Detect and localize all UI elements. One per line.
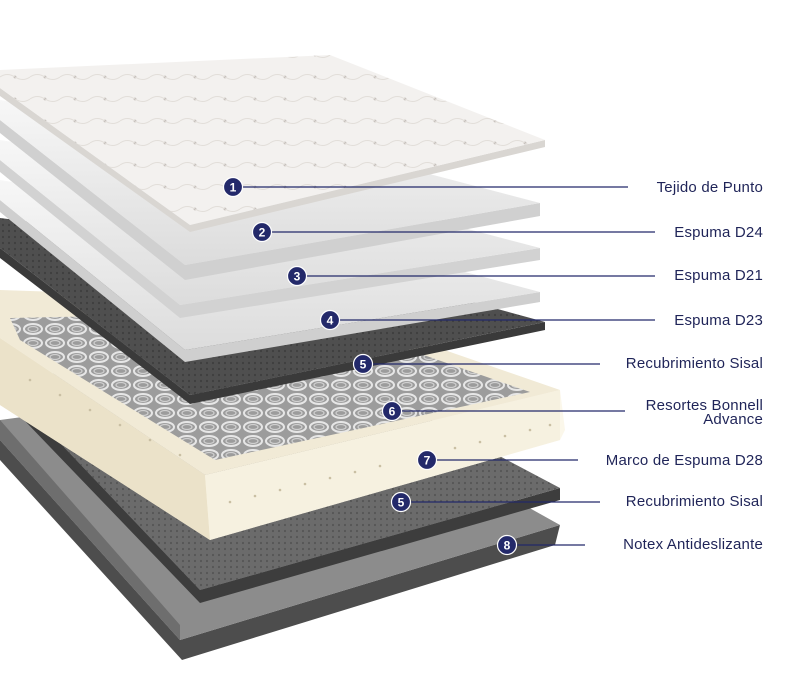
layer-number-text: 5 xyxy=(360,358,367,372)
label-resortes-bonnell: Resortes Bonnell Advance xyxy=(645,397,763,428)
layer-number-marker xyxy=(251,221,273,243)
label-recubrimiento-sisal-bottom: Recubrimiento Sisal xyxy=(625,493,763,510)
callouts: 1 2 3 4 5 6 7 5 8 xyxy=(222,176,655,556)
layer-number-marker xyxy=(319,309,341,331)
layer-number-marker xyxy=(222,176,244,198)
label-notex-antideslizante: Notex Antideslizante xyxy=(623,536,763,553)
layer-number-marker xyxy=(496,534,518,556)
layer-number-text: 8 xyxy=(504,539,511,553)
knit-fabric-layer-graphic xyxy=(0,55,545,232)
layer-number-marker xyxy=(286,265,308,287)
layer-number-marker xyxy=(352,353,374,375)
label-tejido-de-punto: Tejido de Punto xyxy=(656,179,763,196)
layer-number-text: 4 xyxy=(327,314,334,328)
label-resortes-bonnell-line1: Resortes Bonnell xyxy=(645,397,763,414)
label-recubrimiento-sisal-top: Recubrimiento Sisal xyxy=(625,355,763,372)
label-espuma-d23: Espuma D23 xyxy=(674,312,763,329)
label-espuma-d21: Espuma D21 xyxy=(674,267,763,284)
layer-number-marker xyxy=(381,400,403,422)
layer-number-text: 1 xyxy=(230,181,237,195)
label-resortes-bonnell-line2: Advance xyxy=(703,411,763,428)
layer-number-text: 6 xyxy=(389,405,396,419)
layer-number-text: 2 xyxy=(259,226,266,240)
label-espuma-d24: Espuma D24 xyxy=(674,224,763,241)
layer-number-text: 7 xyxy=(424,454,431,468)
label-marco-de-espuma-d28: Marco de Espuma D28 xyxy=(605,452,763,469)
layer-number-text: 3 xyxy=(294,270,301,284)
layer-number-marker xyxy=(390,491,412,513)
layer-number-marker xyxy=(416,449,438,471)
layer-number-text: 5 xyxy=(398,496,405,510)
